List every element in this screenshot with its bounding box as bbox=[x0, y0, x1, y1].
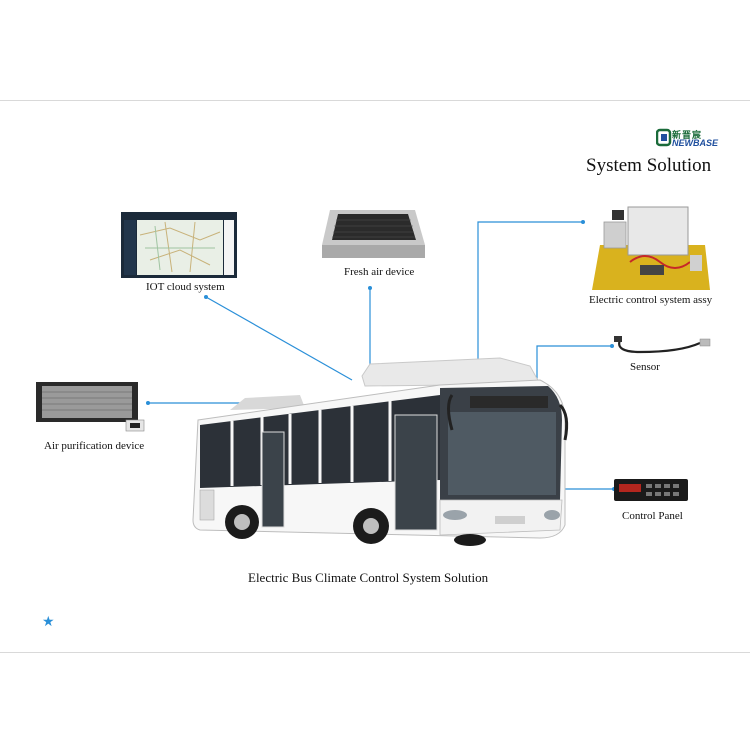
brand-logo: 新晋宸 NEWBASE bbox=[656, 128, 728, 148]
brand-mark-icon bbox=[656, 128, 672, 147]
connector-dot-sensor bbox=[610, 344, 614, 348]
fresh-air-unit-icon bbox=[322, 210, 425, 258]
star-icon: ★ bbox=[42, 614, 55, 630]
diagram-caption: Electric Bus Climate Control System Solu… bbox=[248, 570, 489, 585]
connector-electric-control bbox=[477, 221, 583, 360]
connector-dot-iot bbox=[204, 295, 208, 299]
label-control-panel: Control Panel bbox=[622, 510, 683, 522]
connector-iot bbox=[205, 296, 353, 381]
label-fresh-air-device: Fresh air device bbox=[344, 266, 415, 278]
control-board-icon bbox=[592, 206, 710, 290]
brand-name-en: NEWBASE bbox=[672, 138, 719, 148]
label-air-purification-device: Air purification device bbox=[44, 440, 145, 452]
page-title: System Solution bbox=[586, 155, 712, 176]
brand-name-cn: 新晋宸 bbox=[672, 131, 703, 141]
label-iot-cloud-system: IOT cloud system bbox=[146, 281, 225, 293]
electric-bus bbox=[192, 357, 569, 546]
purifier-icon bbox=[36, 382, 145, 432]
monitor-map-icon bbox=[121, 212, 237, 278]
connector-dot-electric bbox=[581, 220, 585, 224]
control-panel-icon bbox=[614, 479, 688, 501]
sensor-cable-icon bbox=[614, 336, 711, 354]
connector-dot-fresh-air bbox=[368, 286, 372, 290]
connector-dot-purifier bbox=[146, 401, 150, 405]
connector-sensor bbox=[536, 345, 612, 382]
label-electric-control-system: Electric control system assy bbox=[589, 294, 713, 306]
label-sensor: Sensor bbox=[630, 361, 660, 373]
